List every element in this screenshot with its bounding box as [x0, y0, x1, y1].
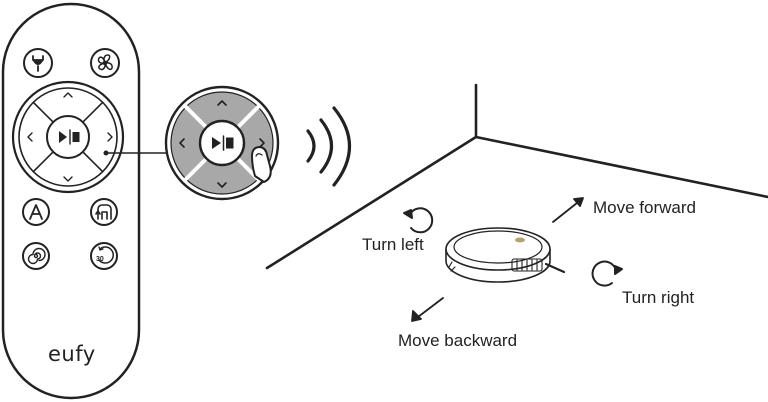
auto-clean-icon	[30, 205, 42, 219]
edge-badge-text: 30	[96, 256, 104, 263]
chevron-down-icon[interactable]	[64, 177, 72, 181]
edge-clean-button[interactable]: 30	[91, 243, 117, 269]
auto-clean-button[interactable]	[23, 199, 49, 225]
fan-icon	[98, 55, 112, 70]
turn-left-icon	[404, 208, 432, 232]
chevron-left-icon[interactable]	[28, 133, 32, 141]
chevron-right-icon[interactable]	[108, 133, 112, 141]
remote-dpad	[13, 82, 123, 192]
enlarged-dpad	[166, 87, 278, 199]
robot-vents	[512, 259, 542, 271]
move-backward-arrow	[412, 298, 443, 321]
robot-side-brush	[546, 264, 564, 272]
turn-right-icon	[593, 262, 622, 286]
power-plug-icon	[33, 56, 43, 71]
suction-button[interactable]	[91, 49, 119, 77]
robot-sensor	[515, 238, 525, 243]
label-turn-left: Turn left	[362, 236, 424, 253]
power-button[interactable]	[24, 49, 52, 77]
label-move-forward: Move forward	[593, 199, 696, 216]
spot-clean-button[interactable]	[23, 243, 49, 269]
play-pause-icon[interactable]	[59, 130, 80, 144]
signal-waves-icon	[308, 108, 350, 185]
label-move-backward: Move backward	[398, 332, 517, 349]
chevron-up-icon[interactable]	[64, 93, 72, 97]
label-turn-right: Turn right	[622, 289, 694, 306]
return-home-button[interactable]	[91, 199, 117, 225]
remote-brand-logo: eufy	[48, 344, 96, 365]
return-home-icon	[96, 205, 111, 219]
remote-control: 30	[3, 4, 139, 398]
move-forward-arrow	[553, 198, 583, 222]
edge-clean-30-icon: 30	[96, 247, 113, 263]
robot-vacuum	[446, 228, 564, 282]
spot-clean-icon	[28, 249, 45, 264]
